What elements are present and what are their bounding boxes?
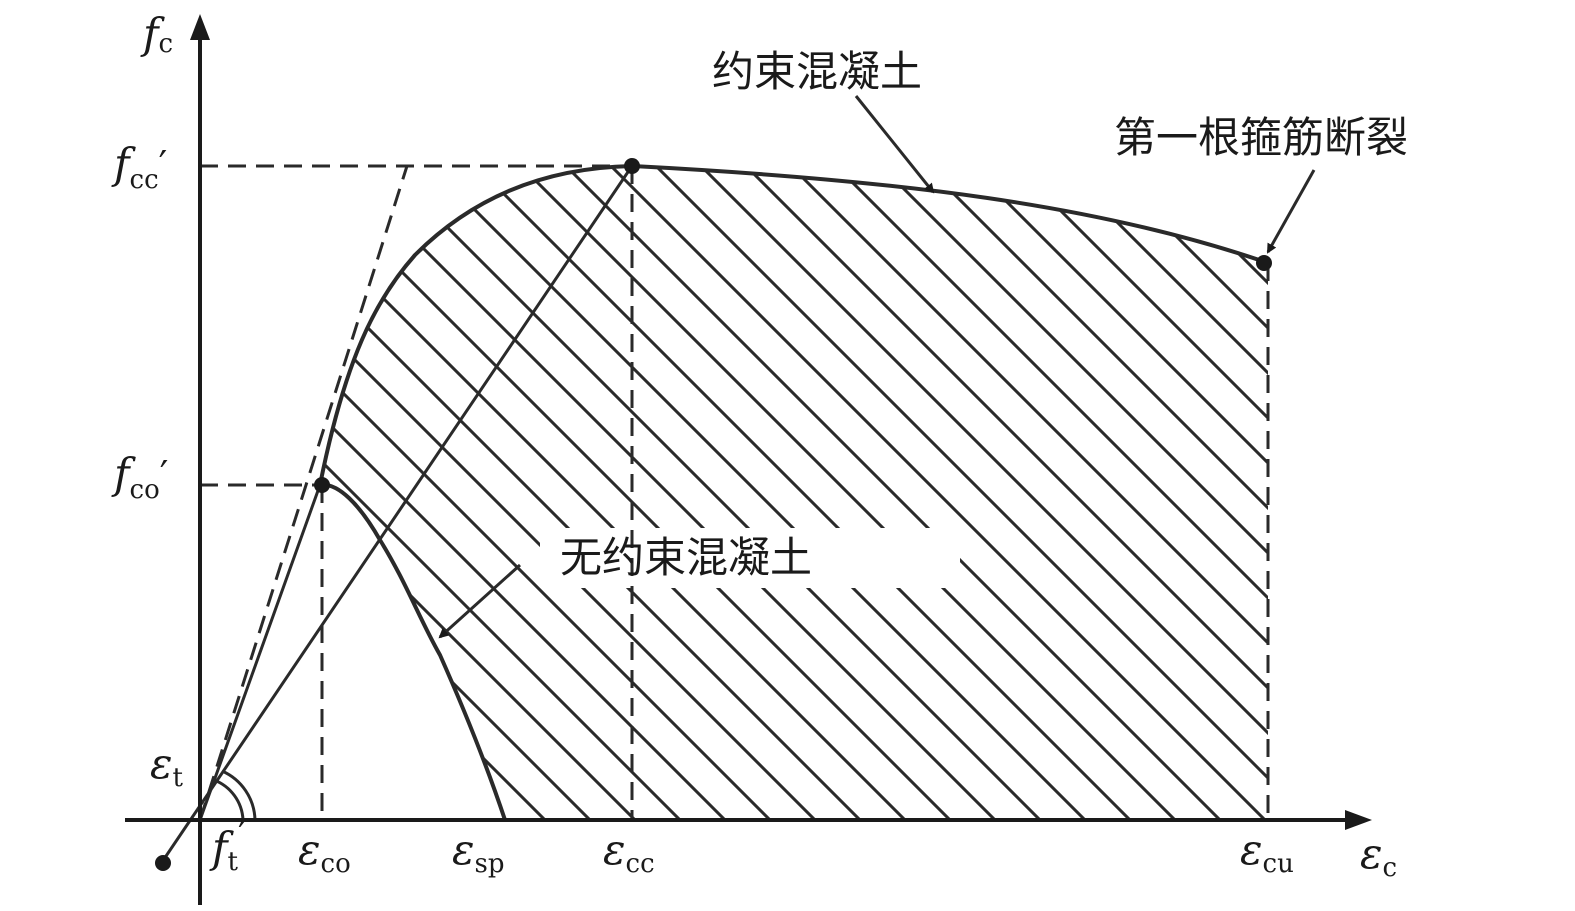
hatch-line: [1470, 0, 1575, 900]
hatch-line: [320, 166, 1122, 820]
x-axis-arrow: [1345, 810, 1372, 830]
hatch-line: [748, 166, 1268, 820]
confined-concrete-curve: [318, 163, 1269, 486]
label-background: [540, 528, 960, 588]
x-tick-esp: εsp: [452, 825, 505, 879]
tension-strength-label: ft′: [209, 813, 247, 877]
hatch-line: [320, 166, 492, 820]
x-axis-label: εc: [1360, 829, 1397, 883]
unconfined-ascending-line: [198, 484, 322, 821]
hatch-line: [320, 166, 447, 820]
hatch-line: [320, 166, 852, 820]
hatch-line: [523, 166, 1268, 820]
x-tick-ecu: εcu: [1240, 825, 1294, 879]
confined-arrow: [854, 95, 935, 194]
hatch-line: [613, 166, 1268, 820]
unconfined-arrow: [438, 563, 522, 639]
hatch-line: [320, 166, 1077, 820]
hatch-line: [320, 166, 762, 820]
hatch-line: [433, 166, 1268, 820]
hatch-line: [320, 166, 1257, 820]
hatch-line: [320, 166, 537, 820]
x-tick-ecc: εcc: [603, 825, 655, 879]
hatch-line: [320, 166, 1032, 820]
peak-point-unconfined: [314, 477, 330, 493]
hatch-line: [320, 166, 627, 820]
hatch-line: [320, 166, 672, 820]
hatch-line: [1380, 0, 1575, 900]
hoop-fracture-label: 第一根箍筋断裂: [1114, 113, 1408, 162]
hatch-line: [388, 166, 1268, 820]
hatch-line: [703, 166, 1268, 820]
x-tick-eco: εco: [298, 825, 351, 879]
hatch-line: [658, 166, 1268, 820]
hatch-line: [320, 166, 717, 820]
initial-modulus-dashed-line: [198, 165, 409, 821]
hatch-line: [320, 166, 807, 820]
y-tick-fcc: fcc′: [111, 139, 167, 195]
y-axis-label: fc: [140, 9, 173, 59]
hatch-line: [343, 166, 1268, 820]
hatch-line: [568, 166, 1268, 820]
tension-strain-label: εt: [150, 739, 184, 793]
hatch-line: [320, 166, 1212, 820]
y-axis-arrow: [190, 14, 210, 40]
hatch-line: [320, 166, 1167, 820]
hoop-fracture-arrow: [1266, 169, 1316, 254]
angle-arc-outer: [221, 769, 257, 821]
hatch-line: [320, 166, 1268, 820]
secant-modulus-line: [158, 165, 634, 866]
hatch-line: [1425, 0, 1575, 900]
hoop-fracture-point: [1256, 255, 1272, 271]
hatch-line: [320, 166, 582, 820]
angle-arc-inner: [213, 778, 245, 821]
unconfined-concrete-curve: [319, 482, 507, 821]
peak-point-confined: [624, 158, 640, 174]
y-tick-fco: fco′: [111, 449, 168, 505]
hatch-line: [320, 166, 942, 820]
tension-point: [155, 855, 171, 871]
hatch-line: [320, 166, 987, 820]
confined-concrete-label: 约束混凝土: [712, 47, 922, 96]
unconfined-concrete-label: 无约束混凝土: [560, 533, 812, 582]
hatch-line: [478, 166, 1268, 820]
hatch-line: [320, 166, 897, 820]
